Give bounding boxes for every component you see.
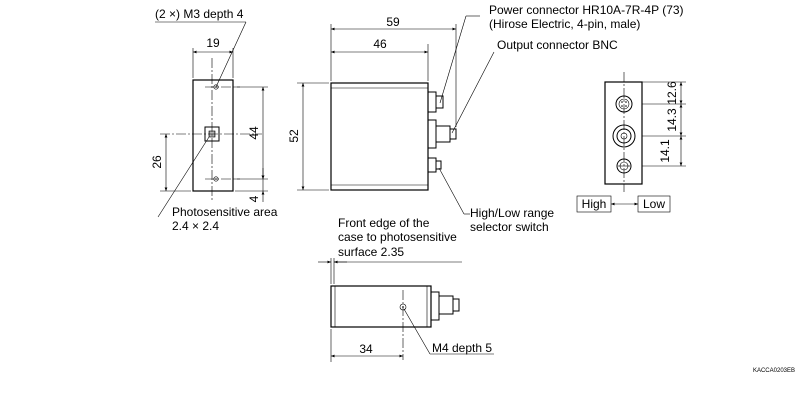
dim-59: 59 — [386, 15, 400, 29]
label-power-connector: Power connector HR10A-7R-4P (73) — [489, 3, 684, 17]
label-power-connector-sub: (Hirose Electric, 4-pin, male) — [489, 17, 640, 31]
dim-14-1: 14.1 — [658, 139, 672, 163]
dim-19: 19 — [206, 36, 220, 50]
label-range-switch-1: High/Low range — [470, 206, 554, 220]
dim-44: 44 — [247, 126, 261, 140]
dim-4: 4 — [247, 195, 261, 202]
rear-view: 12.6 14.3 14.1 High Low — [576, 72, 686, 213]
front-view-body — [192, 79, 234, 192]
range-switch — [427, 157, 437, 173]
dim-34: 34 — [359, 342, 373, 356]
label-photosensitive-size: 2.4 × 2.4 — [172, 219, 219, 233]
dim-46: 46 — [373, 37, 387, 51]
low-box — [637, 195, 671, 213]
label-front-edge-2: case to photosensitive — [338, 230, 457, 244]
label-output-connector: Output connector BNC — [497, 38, 618, 52]
dim-14-3: 14.3 — [665, 108, 679, 132]
dim-52: 52 — [287, 129, 301, 143]
power-connector — [427, 91, 437, 113]
label-m3-depth: (2 ×) M3 depth 4 — [155, 7, 244, 21]
drawing-code: KACCA0203EB — [753, 368, 795, 374]
side-view-body — [330, 82, 429, 191]
label-low: Low — [643, 197, 665, 211]
top-view: Front edge of the case to photosensitive… — [318, 216, 494, 362]
label-range-switch-2: selector switch — [470, 220, 549, 234]
label-front-edge-1: Front edge of the — [338, 216, 430, 230]
dim-12-6: 12.6 — [665, 81, 679, 105]
side-view: 59 46 52 Power connector HR10A-7R-4P (73… — [287, 3, 684, 234]
front-view: 19 44 4 26 (2 ×) M3 depth 4 Photosensiti… — [150, 7, 278, 233]
label-high: High — [582, 197, 607, 211]
label-m4-depth: M4 depth 5 — [432, 341, 492, 355]
label-front-edge-3: surface 2.35 — [338, 245, 404, 259]
top-view-body — [330, 285, 432, 328]
label-photosensitive-area: Photosensitive area — [172, 205, 278, 219]
bnc-connector — [427, 119, 437, 149]
dim-26: 26 — [150, 155, 164, 169]
